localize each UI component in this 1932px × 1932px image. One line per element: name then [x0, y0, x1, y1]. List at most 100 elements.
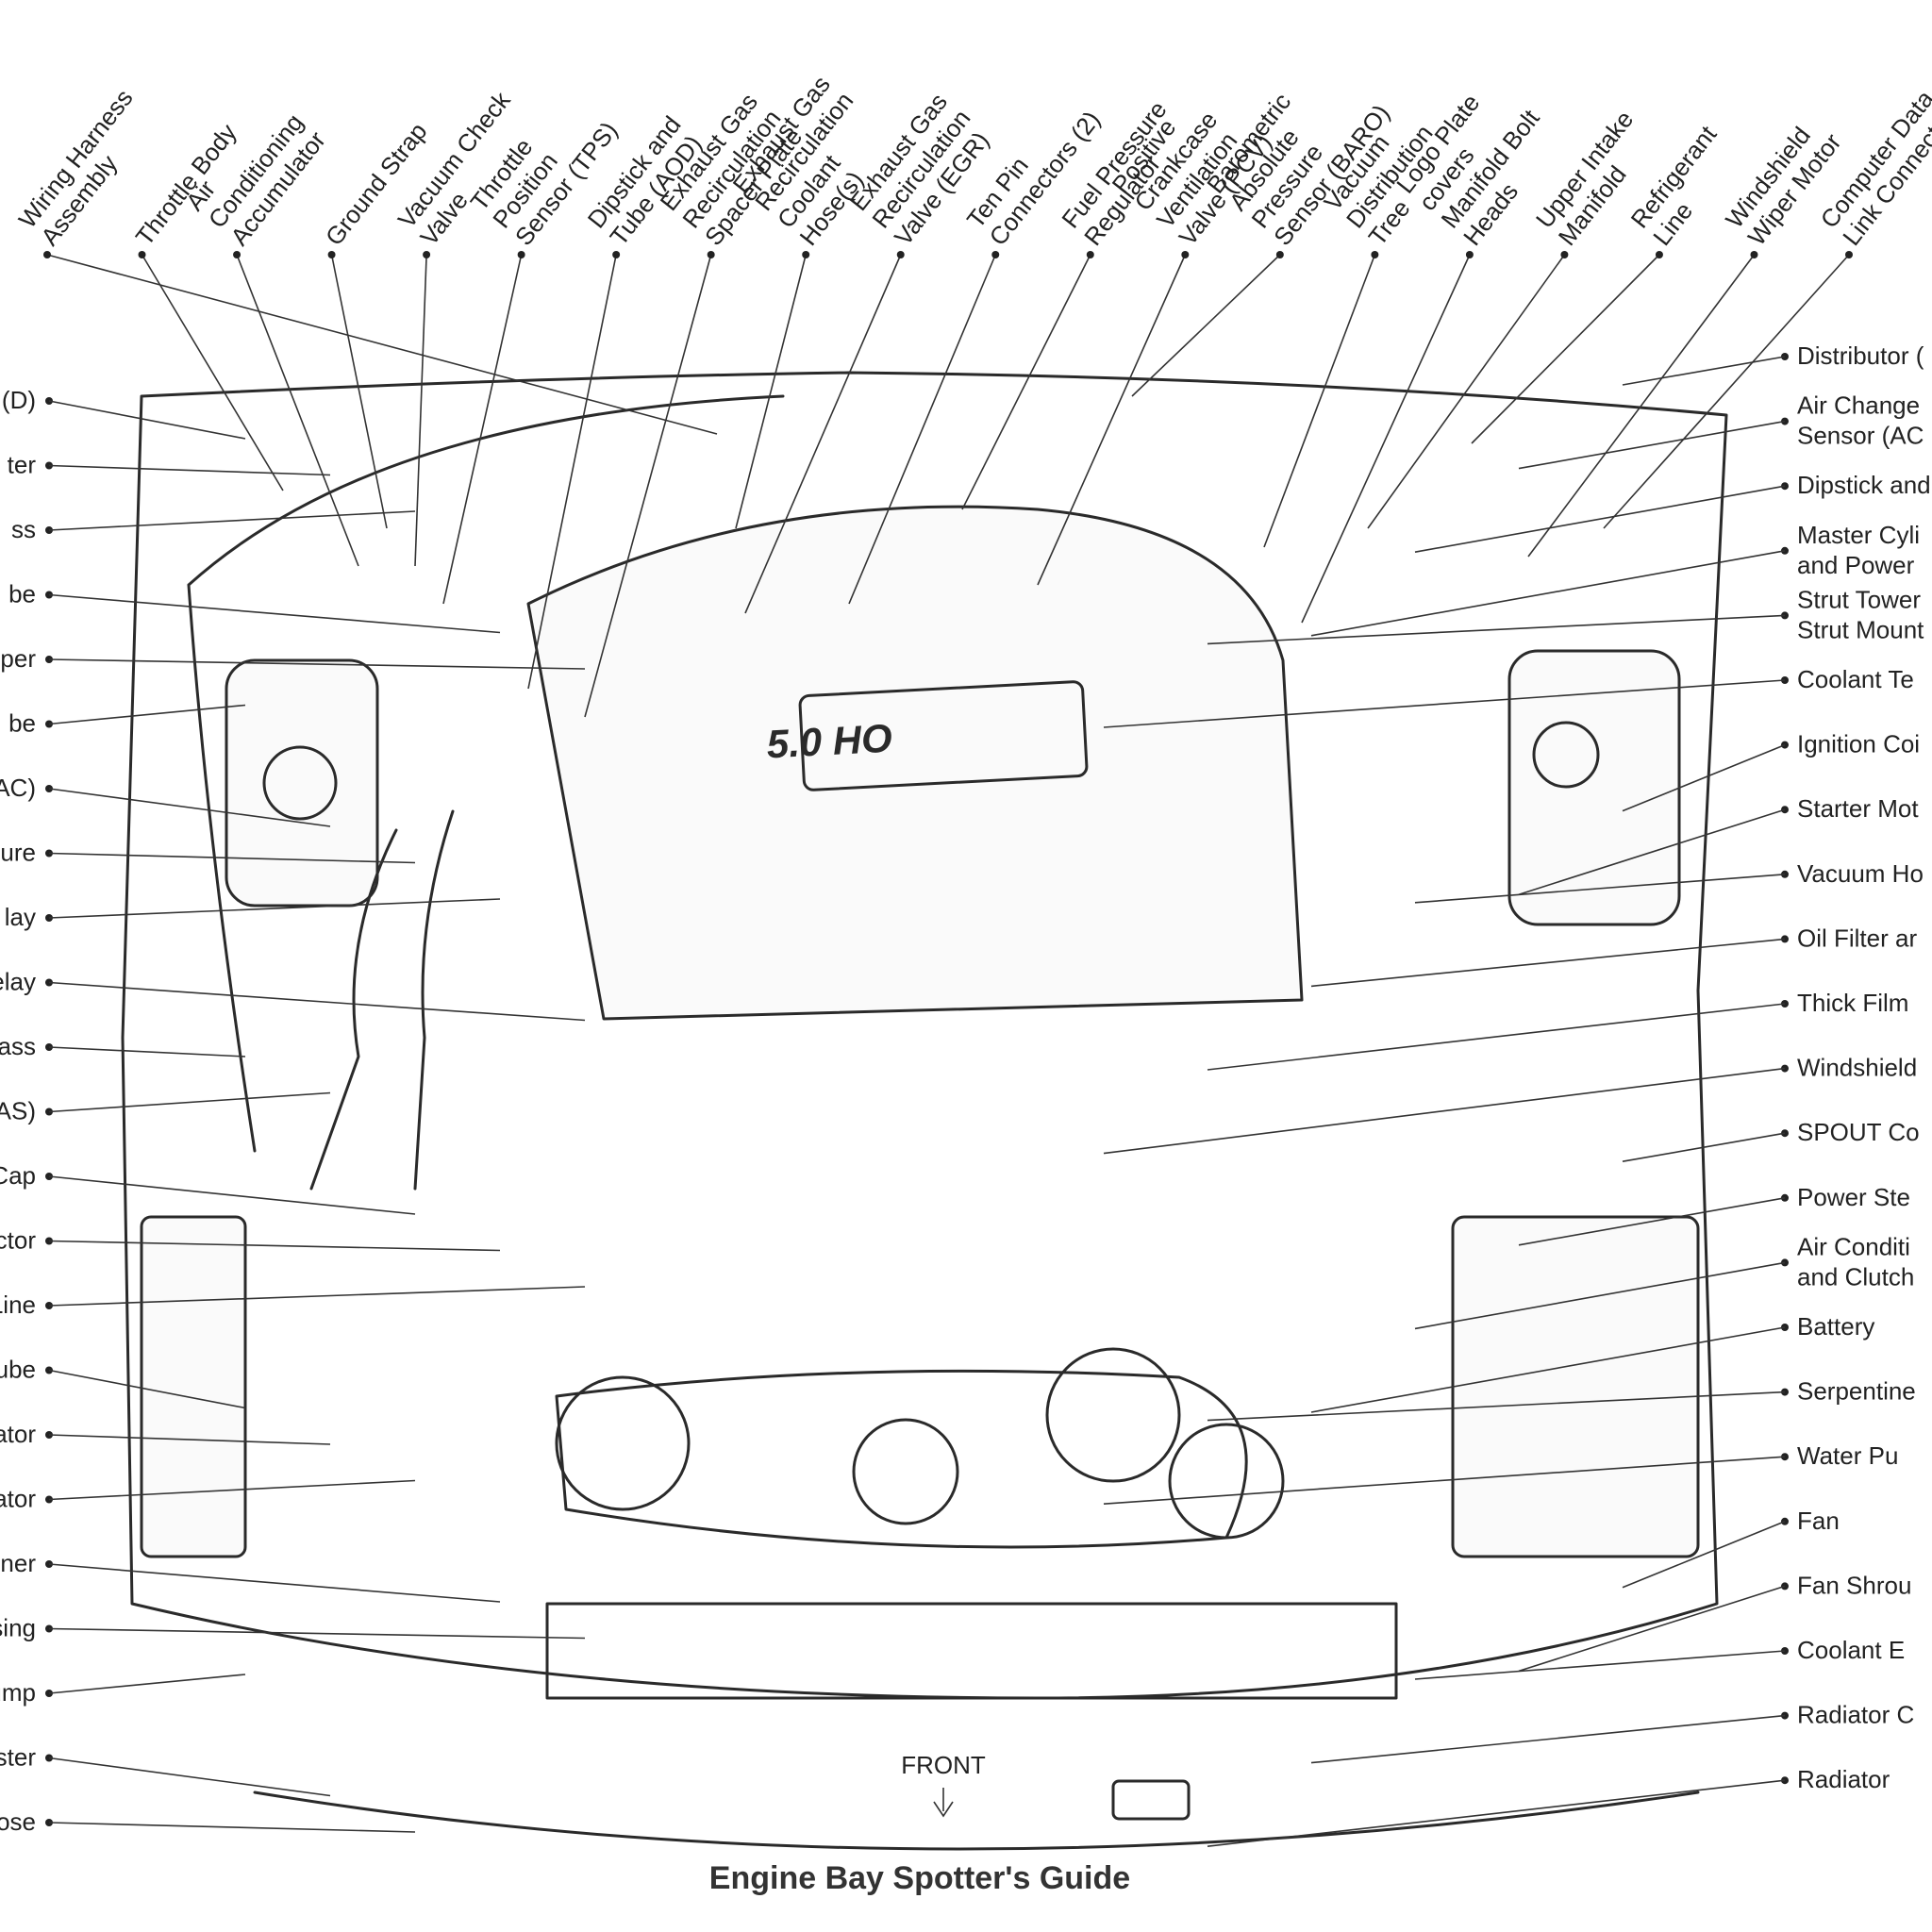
leader-line: [1103, 1067, 1786, 1155]
left-label: (D): [2, 386, 36, 414]
leader-line: [48, 704, 246, 725]
leader-line: [48, 1286, 586, 1307]
left-label: ator: [0, 1485, 36, 1513]
leader-line: [48, 1046, 246, 1058]
serpentine-belt: [555, 1369, 1248, 1549]
right-label: Strut Tower: [1797, 585, 1921, 613]
leader-line: [1518, 420, 1786, 470]
leader-line: [1603, 254, 1850, 529]
leader-line: [48, 852, 416, 864]
leader-line: [961, 254, 1091, 510]
leader-line: [141, 254, 284, 491]
right-label: Coolant Te: [1797, 665, 1914, 693]
right-label: Thick Film: [1797, 989, 1908, 1017]
right-label: SPOUT Co: [1797, 1118, 1920, 1146]
leader-dot: [423, 251, 431, 258]
left-label: oner: [0, 1549, 36, 1577]
leader-dot: [896, 251, 905, 258]
crank-pulley: [852, 1418, 959, 1525]
left-label: ure: [0, 839, 36, 867]
leader-line: [848, 254, 997, 605]
leader-line: [1414, 485, 1786, 553]
leader-line: [1131, 254, 1281, 397]
leader-line: [48, 1822, 416, 1833]
leader-line: [1310, 1714, 1786, 1764]
leader-line: [48, 1175, 416, 1215]
leader-line: [48, 1091, 331, 1113]
leader-line: [1622, 1521, 1786, 1589]
leader-line: [442, 254, 523, 605]
right-label: Fan: [1797, 1507, 1840, 1535]
leader-dot: [1371, 251, 1379, 258]
left-label: be: [8, 580, 36, 608]
leader-line: [48, 1674, 246, 1694]
leader-line: [1037, 254, 1187, 586]
right-label: Battery: [1797, 1312, 1874, 1341]
leader-line: [1471, 254, 1660, 444]
leader-line: [48, 1240, 501, 1252]
bay-outline: [121, 371, 1728, 1700]
leader-line: [1527, 254, 1756, 558]
left-strut-tower: [225, 658, 379, 908]
leader-line: [584, 254, 712, 718]
right-label: Starter Mot: [1797, 794, 1919, 823]
right-strut-tower: [1507, 649, 1681, 926]
right-label: Vacuum Ho: [1797, 859, 1924, 888]
left-label: nister: [0, 1743, 36, 1772]
right-label: Radiator C: [1797, 1701, 1914, 1729]
right-label: Strut Mount: [1797, 615, 1924, 643]
right-label: Windshield: [1797, 1054, 1917, 1082]
leader-dot: [517, 251, 525, 258]
left-label: ator: [0, 1420, 36, 1448]
leader-line: [1518, 808, 1786, 895]
left-label: ump: [0, 1678, 36, 1707]
leader-line: [1622, 1132, 1786, 1162]
badge-text: 5.0 HO: [766, 716, 893, 767]
right-label: Air Conditi: [1797, 1232, 1910, 1260]
wiring-harness: [187, 394, 785, 1153]
coolant-reservoir: [140, 1215, 247, 1558]
leader-line: [1263, 254, 1376, 548]
leader-dot: [1275, 251, 1284, 258]
right-label: and Clutch: [1797, 1262, 1914, 1291]
leader-dot: [1845, 251, 1853, 258]
leader-dot: [1560, 251, 1569, 258]
leader-dot: [707, 251, 715, 258]
leader-dot: [802, 251, 810, 258]
front-arrow-icon: [933, 1788, 954, 1818]
leader-dot: [327, 251, 336, 258]
leader-line: [48, 400, 246, 440]
leader-dot: [1086, 251, 1094, 258]
left-label: per: [0, 644, 36, 673]
alternator: [555, 1375, 691, 1511]
left-label: ctor: [0, 1226, 36, 1255]
left-label: be: [8, 709, 36, 738]
leader-line: [1207, 614, 1786, 645]
leader-line: [1622, 743, 1786, 812]
right-label: Sensor (AC: [1797, 422, 1924, 450]
right-label: and Power: [1797, 551, 1915, 579]
leader-line: [1622, 356, 1786, 386]
right-label: Power Ste: [1797, 1183, 1910, 1211]
front-curve: [253, 1790, 1700, 1851]
leader-line: [48, 1563, 501, 1603]
leader-dot: [1750, 251, 1758, 258]
leader-dot: [1181, 251, 1190, 258]
left-label: Hose: [0, 1807, 36, 1836]
leader-line: [527, 254, 617, 690]
leader-line: [744, 254, 902, 614]
leader-line: [1103, 679, 1786, 728]
right-label: Radiator: [1797, 1765, 1890, 1793]
leader-line: [1310, 938, 1786, 988]
leader-dot: [1465, 251, 1474, 258]
leader-line: [735, 254, 807, 529]
left-label: sing: [0, 1614, 36, 1642]
left-label: Cap: [0, 1161, 36, 1190]
left-label: AS): [0, 1097, 36, 1125]
leader-line: [1103, 1456, 1786, 1505]
leader-line: [48, 510, 416, 531]
intake-tube: [309, 809, 455, 1191]
leader-dot: [233, 251, 242, 258]
